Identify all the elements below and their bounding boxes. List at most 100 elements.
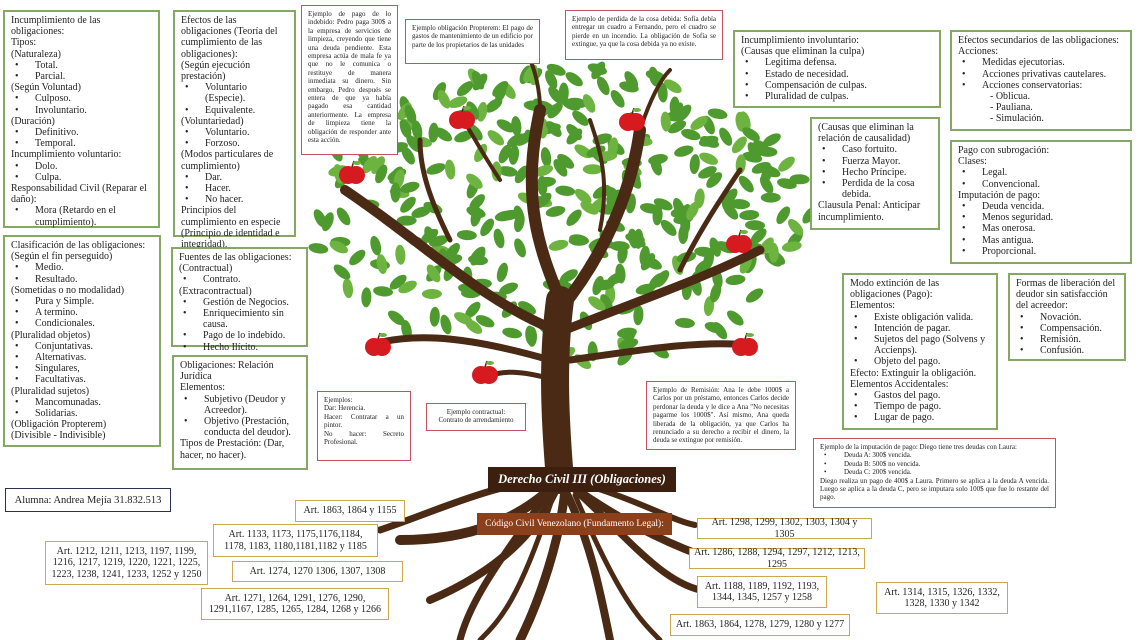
leaf bbox=[789, 174, 810, 185]
leaf bbox=[511, 116, 522, 137]
bullet-item: Temporal. bbox=[11, 138, 152, 149]
leaf bbox=[615, 263, 626, 284]
leaf bbox=[487, 130, 505, 146]
article-box-a1: Art. 1863, 1864 y 1155 bbox=[295, 500, 405, 522]
leaf bbox=[745, 288, 764, 303]
leaf bbox=[762, 133, 781, 147]
bullet-item: Acciones privativas cautelares. bbox=[958, 69, 1124, 80]
bullet-item: Compensación. bbox=[1016, 323, 1118, 334]
tree-branch bbox=[566, 340, 754, 364]
leaf bbox=[596, 186, 617, 197]
leaf bbox=[476, 101, 488, 122]
bullet-item: Voluntario (Especie). bbox=[181, 82, 288, 104]
bullet-item: Equivalente. bbox=[181, 105, 288, 116]
bullet-item: Contrato. bbox=[179, 274, 300, 285]
box-line: (Duración) bbox=[11, 115, 55, 127]
tree-branch bbox=[588, 118, 607, 232]
tree-branch bbox=[366, 334, 554, 364]
leaf bbox=[558, 82, 569, 103]
leaf bbox=[545, 70, 558, 89]
bullet-item: Deuda vencida. bbox=[958, 201, 1124, 212]
leaf bbox=[404, 104, 417, 124]
leaf bbox=[502, 327, 523, 339]
leaf bbox=[485, 98, 503, 113]
example-box-propterem: Ejemplo obligación Propterem: El pago de… bbox=[405, 19, 540, 64]
concept-box-causalidad: (Causas que eliminan la relación de caus… bbox=[810, 117, 940, 230]
box-line: (Obligación Propterem) bbox=[11, 419, 107, 431]
box-line: Clases: bbox=[958, 156, 987, 168]
leaf bbox=[545, 121, 562, 137]
tree-branch bbox=[515, 485, 570, 640]
bullet-item: Alternativas. bbox=[11, 352, 153, 363]
apple-icon bbox=[619, 107, 645, 131]
leaf bbox=[778, 156, 795, 172]
tree-branch bbox=[561, 486, 614, 640]
leaf bbox=[466, 173, 483, 189]
box-line: Diego realiza un pago de 400$ a Laura. P… bbox=[820, 476, 1049, 502]
bullet-item: Acciones conservatorias: bbox=[958, 80, 1124, 91]
bullet-item: Novación. bbox=[1016, 312, 1118, 323]
leaf bbox=[373, 286, 393, 297]
leaf bbox=[690, 115, 708, 131]
bullet-item: Pago de lo indebido. bbox=[179, 330, 300, 341]
leaf bbox=[639, 203, 660, 214]
bullet-item: Solidarias. bbox=[11, 408, 153, 419]
bullet-item: Compensación de culpas. bbox=[741, 80, 933, 91]
leaf bbox=[361, 287, 372, 308]
leaf bbox=[768, 242, 779, 263]
box-line: Ejemplo de la imputación de pago: Diego … bbox=[820, 443, 1017, 451]
bullet-item: Dar. bbox=[181, 172, 288, 183]
leaf bbox=[465, 301, 481, 319]
leaf bbox=[421, 288, 442, 299]
bullet-item: Menos seguridad. bbox=[958, 212, 1124, 223]
leaf bbox=[567, 97, 587, 109]
bullet-item: Proporcional. bbox=[958, 246, 1124, 257]
leaf bbox=[781, 241, 802, 252]
leaf bbox=[470, 207, 482, 227]
leaf bbox=[494, 210, 515, 222]
leaf bbox=[456, 230, 477, 241]
leaf bbox=[389, 274, 407, 290]
leaf bbox=[635, 283, 656, 295]
leaf bbox=[671, 102, 684, 122]
example-box-ejemplos: Ejemplos:Dar: Herencia.Hacer: Contratar … bbox=[317, 391, 411, 461]
leaf bbox=[398, 280, 417, 294]
leaf bbox=[411, 206, 431, 218]
leaf bbox=[421, 228, 439, 244]
bullet-item: Deuda A: 300$ vencida. bbox=[820, 451, 1049, 460]
leaf bbox=[588, 296, 606, 311]
leaf bbox=[548, 239, 569, 251]
box-line: Fuentes de las obligaciones: bbox=[179, 252, 292, 263]
bullet-item: Voluntario. bbox=[181, 127, 288, 138]
bullet-item: Facultativas. bbox=[11, 374, 153, 385]
leaf bbox=[396, 215, 417, 226]
leaf bbox=[375, 164, 388, 184]
leaf bbox=[707, 108, 728, 120]
leaf bbox=[719, 127, 733, 146]
bullet-item: Remisión. bbox=[1016, 334, 1118, 345]
leaf bbox=[376, 254, 388, 274]
leaf bbox=[493, 228, 505, 249]
leaf bbox=[657, 82, 668, 103]
bullet-item: Involuntario. bbox=[11, 105, 152, 116]
leaf bbox=[399, 119, 412, 139]
article-box-a9: Art. 1314, 1315, 1326, 1332, 1328, 1330 … bbox=[876, 582, 1008, 614]
leaf bbox=[468, 254, 488, 266]
leaf bbox=[566, 124, 582, 141]
leaf bbox=[572, 110, 589, 126]
article-box-a8: Art. 1188, 1189, 1192, 1193, 1344, 1345,… bbox=[697, 576, 827, 608]
leaf bbox=[336, 207, 351, 226]
leaf bbox=[628, 228, 639, 249]
leaf bbox=[747, 142, 761, 161]
box-line: Clausula Penal: Anticipar incumplimiento… bbox=[818, 200, 921, 223]
box-line: (Voluntariedad) bbox=[181, 115, 244, 127]
box-line: Efecto: Extinguir la obligación. bbox=[850, 367, 977, 379]
tree-branch bbox=[417, 137, 453, 243]
bullet-item: Pura y Simple. bbox=[11, 296, 153, 307]
box-line: Ejemplo contractual: bbox=[446, 408, 506, 416]
bullet-item: Perdida de la cosa debida. bbox=[818, 178, 932, 200]
leaf bbox=[674, 145, 694, 157]
box-line: Ejemplo de pago de lo indebido: Pedro pa… bbox=[308, 10, 391, 145]
leaf bbox=[454, 130, 474, 143]
leaf bbox=[753, 139, 771, 155]
